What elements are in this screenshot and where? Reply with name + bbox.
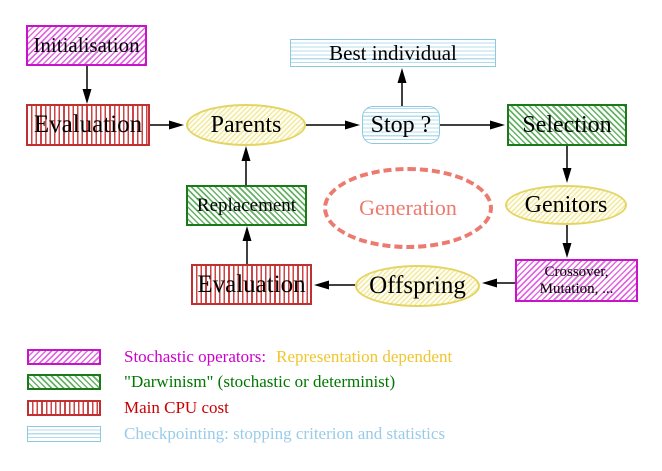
node-selection: Selection (507, 104, 627, 146)
node-initialisation: Initialisation (26, 25, 147, 66)
crossover-line1: Crossover, (544, 263, 609, 280)
legend-row-cpu: Main CPU cost (27, 398, 229, 418)
node-best-individual: Best individual (290, 39, 496, 67)
legend-swatch-cpu (27, 400, 101, 416)
legend-row-darwinism: "Darwinism" (stochastic or determinist) (27, 372, 395, 392)
legend-label-darwinism: "Darwinism" (stochastic or determinist) (124, 372, 396, 391)
node-crossover-mutation: Crossover, Mutation, ... (515, 259, 638, 302)
node-generation: Generation (323, 167, 493, 249)
legend-label-stochastic: Stochastic operators: (124, 347, 267, 366)
node-offspring: Offspring (355, 265, 480, 307)
node-replacement: Replacement (186, 185, 307, 226)
arrowhead-init-evaluation (82, 89, 92, 104)
arrowhead-offspring-evaluation (314, 280, 329, 290)
arrowhead-replacement-parents (241, 146, 251, 161)
node-evaluation-bottom: Evaluation (191, 264, 312, 305)
legend-row-stochastic: Stochastic operators: Representation dep… (27, 347, 452, 367)
arrowhead-genitors-crossover (562, 243, 572, 258)
crossover-line2: Mutation, ... (539, 280, 614, 297)
legend-label-checkpointing: Checkpointing: stopping criterion and st… (124, 424, 446, 443)
node-genitors: Genitors (505, 185, 627, 225)
node-evaluation-top: Evaluation (26, 104, 150, 146)
node-stop: Stop ? (362, 106, 440, 144)
arrowhead-stop-best (397, 68, 407, 83)
arrowhead-stop-selection (490, 120, 505, 130)
legend-note-representation: Representation dependent (276, 347, 453, 366)
arrowhead-parents-stop (345, 120, 360, 130)
legend-swatch-checkpointing (27, 426, 101, 442)
node-parents: Parents (186, 104, 306, 146)
arrowhead-evaluation-parents (169, 120, 184, 130)
arrowhead-selection-genitors (562, 168, 572, 183)
legend-label-cpu: Main CPU cost (124, 398, 229, 417)
arrowhead-crossover-offspring (482, 278, 497, 288)
arrowhead-evaluation-replacement (242, 226, 252, 241)
legend-row-checkpointing: Checkpointing: stopping criterion and st… (27, 424, 445, 444)
legend-swatch-darwinism (27, 374, 101, 390)
legend-swatch-stochastic (27, 349, 101, 365)
